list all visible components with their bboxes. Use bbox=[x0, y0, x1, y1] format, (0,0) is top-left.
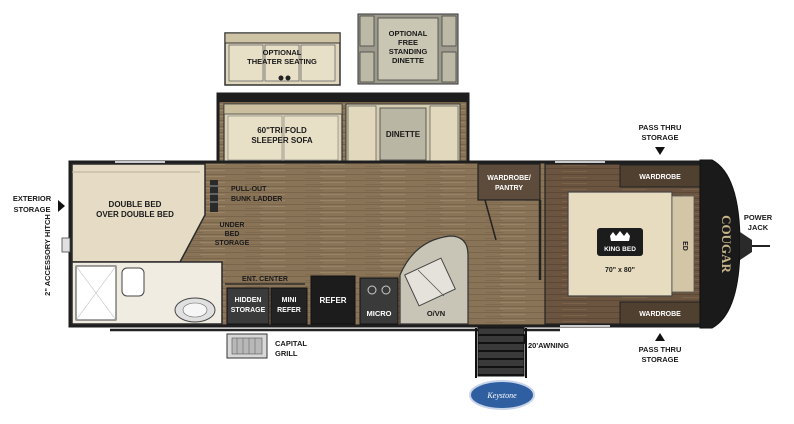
wardrobe-pantry-label-1: WARDROBE/ bbox=[487, 175, 531, 182]
bathroom bbox=[71, 261, 223, 325]
free-dinette-label-1: OPTIONAL bbox=[389, 29, 428, 38]
ovn-label: O/VN bbox=[427, 309, 445, 318]
theater-seating-label-1: OPTIONAL bbox=[263, 48, 302, 57]
sleeper-sofa-label-1: 60"TRI FOLD bbox=[257, 126, 307, 135]
pass-thru-top-label-2: STORAGE bbox=[642, 133, 679, 142]
under-bed-label-1: UNDER bbox=[220, 222, 245, 229]
mini-refer-label-2: REFER bbox=[277, 307, 301, 314]
theater-seating-label-2: THEATER SEATING bbox=[247, 57, 317, 66]
awning-label: 20'AWNING bbox=[528, 341, 569, 350]
capital-grill bbox=[226, 333, 268, 359]
front-bedroom: WARDROBE WARDROBE ED KING BED 70" x 80" bbox=[544, 163, 701, 325]
capital-grill-label-2: GRILL bbox=[275, 349, 298, 358]
pass-thru-bottom-label-1: PASS THRU bbox=[639, 345, 682, 354]
front-cap: COUGAR bbox=[699, 159, 770, 329]
ed-label: ED bbox=[681, 241, 688, 251]
free-dinette-label-3: STANDING bbox=[389, 47, 428, 56]
hidden-storage-label-2: STORAGE bbox=[231, 307, 266, 314]
sleeper-sofa-label-2: SLEEPER SOFA bbox=[251, 136, 313, 145]
power-jack-label-2: JACK bbox=[748, 223, 769, 232]
exterior-storage-label-1: EXTERIOR bbox=[13, 194, 52, 203]
pass-thru-bottom-arrow-icon bbox=[655, 333, 665, 341]
svg-text:WARDROBE/PANTRY: WARDROBE/PANTRY bbox=[487, 175, 531, 192]
micro-label: MICRO bbox=[367, 309, 392, 318]
ent-center-label: ENT. CENTER bbox=[242, 276, 288, 283]
double-bed-label-1: DOUBLE BED bbox=[109, 200, 162, 209]
hidden-storage-label-1: HIDDEN bbox=[235, 297, 262, 304]
double-bed-label-2: OVER DOUBLE BED bbox=[96, 210, 174, 219]
under-bed-label-2: BED bbox=[225, 231, 240, 238]
accessory-hitch-label: 2" ACCESSORY HITCH bbox=[43, 214, 52, 296]
under-bed-label-3: STORAGE bbox=[215, 240, 250, 247]
entry-stairs bbox=[475, 327, 527, 378]
pass-thru-top-arrow-icon bbox=[655, 147, 665, 155]
bunk-ladder-label-2: BUNK LADDER bbox=[231, 196, 282, 203]
brand-badge: Keystone bbox=[469, 380, 535, 410]
mini-refer-label-1: MINI bbox=[282, 297, 297, 304]
wardrobe-pantry-label-2: PANTRY bbox=[495, 185, 523, 192]
power-jack-label-1: POWER bbox=[744, 213, 773, 222]
king-size-label: 70" x 80" bbox=[605, 267, 635, 274]
exterior-storage-label-2: STORAGE bbox=[14, 205, 51, 214]
king-bed-label: KING BED bbox=[604, 246, 636, 253]
kitchen-row: ENT. CENTER HIDDEN STORAGE MINI REFER REFE… bbox=[225, 235, 469, 325]
exterior-storage-arrow-icon bbox=[58, 200, 65, 212]
capital-grill-label-1: CAPITAL bbox=[275, 339, 307, 348]
free-dinette-label-4: DINETTE bbox=[392, 56, 424, 65]
pass-thru-bottom-label-2: STORAGE bbox=[642, 355, 679, 364]
refer-label: REFER bbox=[319, 296, 346, 305]
pass-thru-top-label-1: PASS THRU bbox=[639, 123, 682, 132]
wardrobe-bottom-label: WARDROBE bbox=[639, 311, 681, 318]
free-dinette-label-2: FREE bbox=[398, 38, 418, 47]
bunk-ladder-label-1: PULL-OUT bbox=[231, 186, 267, 193]
badge-label: Keystone bbox=[486, 391, 517, 400]
wardrobe-top-label: WARDROBE bbox=[639, 174, 681, 181]
brand-label: COUGAR bbox=[719, 215, 734, 273]
wardrobe-pantry: WARDROBE/PANTRY bbox=[477, 163, 542, 280]
dinette-label: DINETTE bbox=[386, 130, 421, 139]
